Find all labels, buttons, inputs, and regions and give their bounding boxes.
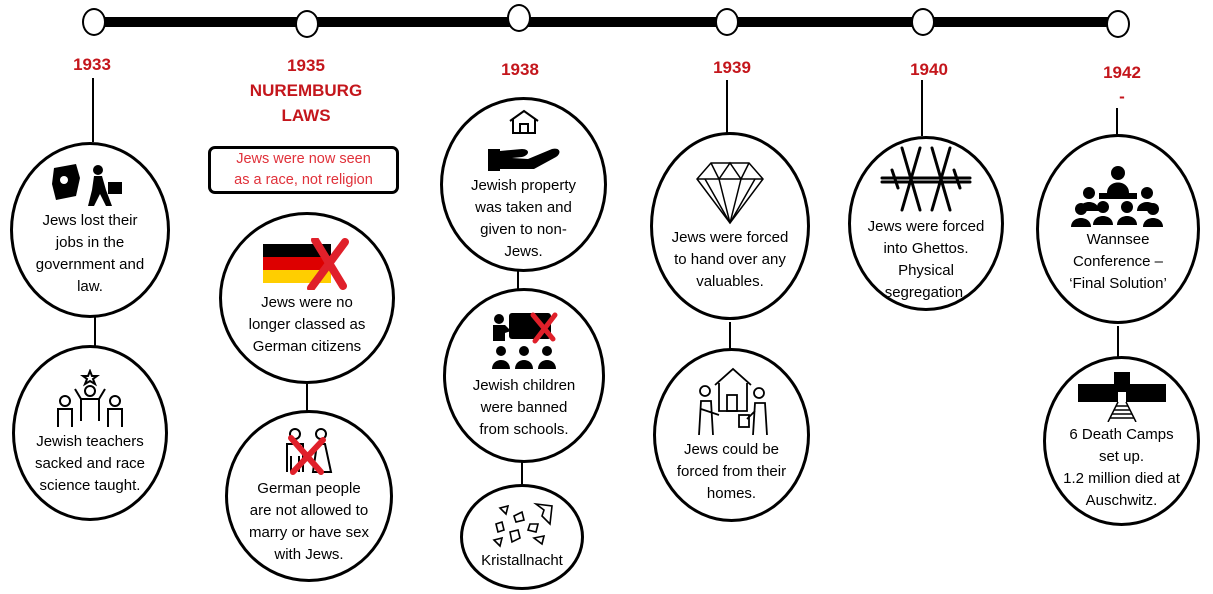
event-text-kristallnacht: Kristallnacht: [481, 552, 563, 569]
timeline-dot-1935: [295, 10, 319, 38]
timeline-dot-1938: [507, 4, 531, 32]
nuremberg-laws-title: NUREMBURG LAWS: [236, 78, 376, 128]
event-text-marriage: German people are not allowed to marry o…: [248, 480, 370, 563]
year-label-1938: 1938: [501, 60, 539, 79]
year-label-1933: 1933: [73, 55, 111, 74]
nuremberg-definition-box: Jews were now seen as a race, not religi…: [208, 146, 399, 194]
event-text-valuables: Jews were forced to hand over any valuab…: [671, 229, 789, 290]
event-text-property: Jewish property was taken and given to n…: [470, 176, 577, 260]
event-circle-property: Jewish property was taken and given to n…: [440, 97, 607, 272]
event-circle-ghettos: Jews were forced into Ghettos. Physical …: [848, 136, 1004, 311]
conference-group-icon: [1071, 166, 1163, 227]
timeline-dot-1939: [715, 8, 739, 36]
police-man-arrest-icon: [52, 164, 122, 206]
eviction-icon: [697, 367, 768, 436]
event-text-teachers: Jewish teachers sacked and race science …: [34, 433, 146, 494]
nuremberg-title-line-1: NUREMBURG: [249, 81, 363, 100]
event-circle-jobs: Jews lost their jobs in the government a…: [10, 142, 170, 318]
couple-crossed-icon: [286, 428, 333, 475]
event-text-camps: 6 Death Camps set up. 1.2 million died a…: [1063, 426, 1180, 509]
event-circle-camps: 6 Death Camps set up. 1.2 million died a…: [1043, 356, 1200, 526]
timeline-dot-1933: [82, 8, 106, 36]
event-text-homes: Jews could be forced from their homes.: [676, 441, 787, 502]
event-circle-teachers: Jewish teachers sacked and race science …: [12, 345, 168, 521]
timeline-dot-1942: [1106, 10, 1130, 38]
event-text-wannsee: Wannsee Conference – ‘Final Solution’: [1069, 231, 1167, 292]
timeline-dot-1940: [911, 8, 935, 36]
nuremberg-box-line-1: Jews were now seen: [236, 151, 371, 167]
year-label-1942: 1942: [1103, 63, 1141, 82]
teacher-students-icon: [57, 369, 123, 427]
event-circle-valuables: Jews were forced to hand over any valuab…: [650, 132, 810, 320]
timeline-bar: [96, 17, 1118, 27]
german-flag-crossed-icon: [263, 238, 349, 290]
event-circle-schools: Jewish children were banned from schools…: [443, 288, 605, 463]
event-text-jobs: Jews lost their jobs in the government a…: [35, 212, 145, 295]
event-text-ghettos: Jews were forced into Ghettos. Physical …: [867, 217, 985, 301]
event-circle-kristallnacht: Kristallnacht: [460, 484, 584, 590]
nuremberg-box-line-2: as a race, not religion: [234, 172, 373, 188]
camp-gate-railway-icon: [1077, 372, 1166, 422]
barbed-wire-icon: [880, 146, 972, 211]
nuremberg-title-line-2: LAWS: [281, 106, 331, 125]
house-hand-icon: [487, 109, 559, 171]
year-label-1940: 1940: [910, 60, 948, 79]
diamond-icon: [696, 161, 764, 225]
classroom-crossed-icon: [492, 312, 558, 369]
event-circle-citizens: Jews were no longer classed as German ci…: [219, 212, 395, 384]
year-label-1939: 1939: [713, 58, 751, 77]
broken-glass-icon: [492, 502, 553, 548]
event-circle-homes: Jews could be forced from their homes.: [653, 348, 810, 522]
event-circle-wannsee: Wannsee Conference – ‘Final Solution’: [1036, 134, 1200, 324]
year-1942-dash: -: [1119, 87, 1125, 106]
event-text-schools: Jewish children were banned from schools…: [472, 376, 576, 438]
event-text-citizens: Jews were no longer classed as German ci…: [248, 294, 366, 355]
event-circle-marriage: German people are not allowed to marry o…: [225, 410, 393, 582]
year-label-1935: 1935: [287, 56, 325, 75]
